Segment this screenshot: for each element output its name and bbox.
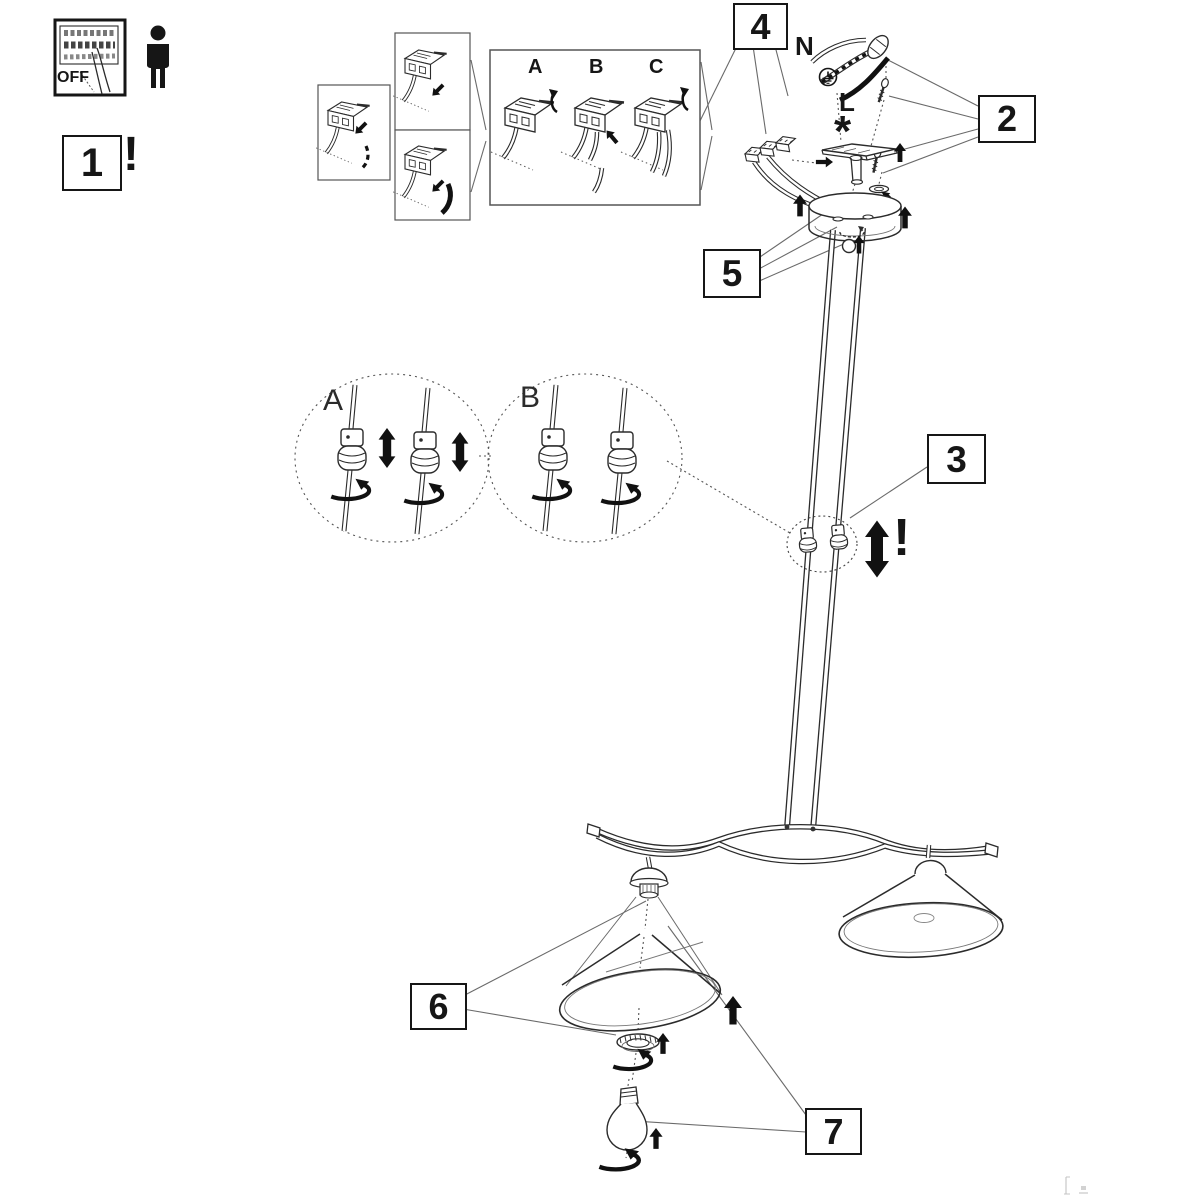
up-down-arrow-icon [865, 520, 889, 578]
neutral-wire-label: N [795, 31, 814, 61]
lamp-arm [586, 823, 999, 865]
step-1-label: 1 [80, 141, 104, 185]
variant-c-label: C [649, 56, 664, 78]
ground-icon [818, 67, 838, 87]
terminal-detail-box-3 [391, 129, 471, 221]
step-4-box: 4 [733, 3, 788, 50]
mounting-screw-icon [874, 76, 891, 105]
step-7-box: 7 [805, 1108, 862, 1155]
step-2-label: 2 [996, 98, 1018, 139]
coupler-zoom-ellipse [786, 515, 858, 573]
step-6-box: 6 [410, 983, 467, 1030]
step-5-label: 5 [721, 253, 743, 294]
detail-circle-b [487, 373, 683, 543]
ceiling-mounting-plate [821, 143, 898, 185]
detail-circle-a [294, 373, 490, 543]
step-4-label: 4 [750, 5, 771, 47]
terminal-detail-box-1 [314, 84, 391, 181]
shade-ring-nut [613, 1033, 660, 1069]
supply-wires [810, 34, 890, 103]
step-2-box: 2 [978, 95, 1036, 143]
detail-a-label: A [323, 384, 344, 417]
live-wire-label: L [839, 87, 855, 117]
rod-coupler-icon-2 [828, 523, 849, 551]
washer-nut-icon [864, 184, 892, 206]
faint-corner-marks [1064, 1176, 1088, 1195]
power-off-label: OFF [57, 69, 89, 86]
step-3-label: 3 [946, 438, 967, 480]
step-7-label: 7 [823, 1110, 844, 1152]
terminal-variants-box [490, 49, 701, 206]
variant-a-label: A [528, 56, 543, 78]
step-3-warning: ! [893, 509, 911, 567]
step-1-warning: ! [123, 128, 139, 181]
left-lamp-shade-exploded [558, 933, 722, 1032]
direction-arrows [649, 143, 912, 1149]
breaker-panel-icon [53, 18, 127, 97]
terminal-detail-box-2 [391, 32, 471, 131]
step-1-box: 1 [62, 135, 122, 191]
step-5-box: 5 [703, 249, 761, 298]
variant-b-label: B [589, 56, 604, 78]
right-lamp-shade [838, 844, 1004, 959]
rod-coupler-icon [797, 526, 818, 554]
ceiling-mark-asterisk: * [834, 107, 852, 156]
step-6-label: 6 [428, 985, 449, 1027]
person-icon [147, 25, 169, 88]
step-3-box: 3 [927, 434, 986, 484]
light-bulb-icon [599, 1086, 648, 1169]
rod-locking-ball [841, 238, 857, 254]
alignment-dashed-lines [479, 66, 887, 1159]
push-arrow-icon [815, 156, 833, 168]
left-socket-holder [629, 856, 669, 899]
ceiling-canopy [808, 192, 902, 254]
detail-b-label: B [520, 381, 541, 414]
